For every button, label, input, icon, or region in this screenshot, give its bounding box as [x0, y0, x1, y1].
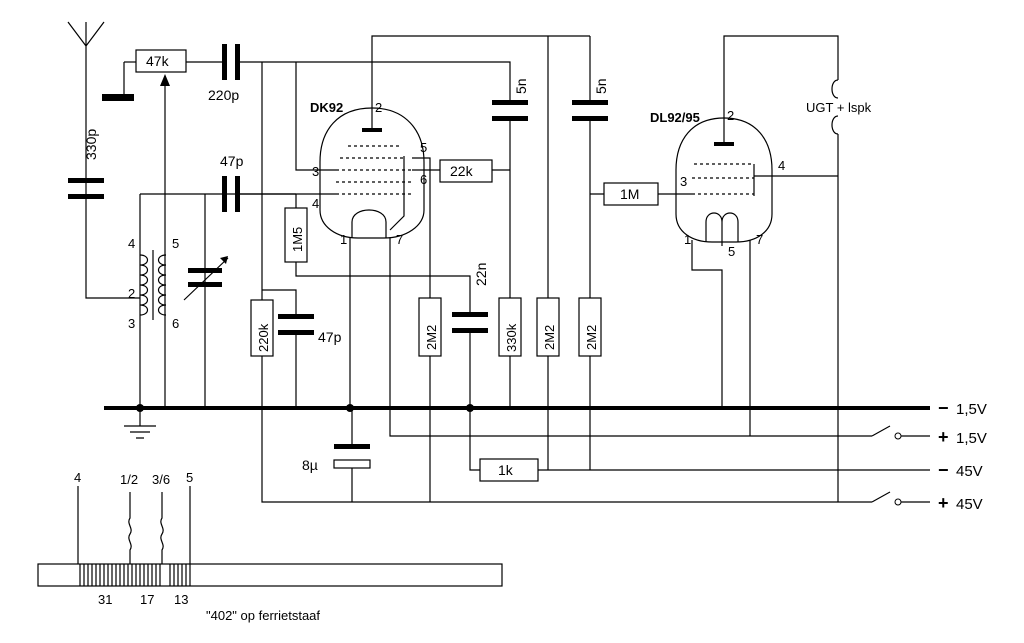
ferrite-label-4: 4 [74, 470, 81, 485]
tube-dk92-label: DK92 [310, 100, 343, 115]
dl92-pin-5: 5 [728, 244, 735, 259]
dk92-pin-2: 2 [375, 100, 382, 115]
rail-3-label: 45V [956, 463, 983, 480]
rail-4-label: 45V [956, 496, 983, 513]
ground-symbol [124, 408, 156, 439]
capacitor-47p-cathode: 47p [278, 314, 342, 408]
ferrite-turns-31: 31 [98, 592, 112, 607]
dk92-pin-1: 1 [340, 232, 347, 247]
dk92-pin-3: 3 [312, 164, 319, 179]
dk92-pin-5: 5 [420, 140, 427, 155]
resistor-2m2-3-label: 2M2 [584, 325, 599, 350]
dk92-pin-6: 6 [420, 172, 427, 187]
resistor-2m2-1-label: 2M2 [424, 325, 439, 350]
ferrite-label-5: 5 [186, 470, 193, 485]
antenna-coil: 4 5 2 3 6 [128, 193, 296, 408]
dl92-pin-7: 7 [756, 232, 763, 247]
rail-labels: − 1,5V + 1,5V − 45V + 45V [938, 398, 987, 513]
capacitor-220p: 220p [208, 44, 511, 103]
dl92-pin-2: 2 [727, 108, 734, 123]
coil-pin-2: 2 [128, 286, 135, 301]
rail-4-sign: + [938, 493, 949, 513]
dk92-pin-7: 7 [396, 232, 403, 247]
coil-pin-3: 3 [128, 316, 135, 331]
capacitor-220p-label: 220p [208, 87, 239, 103]
capacitor-5n-2-label: 5n [593, 78, 609, 94]
dl92-pin-4: 4 [778, 158, 785, 173]
rail-1-sign: − [938, 398, 949, 418]
resistor-1m: 1M [603, 182, 692, 206]
resistor-330k: 330k [498, 297, 522, 408]
ferrite-caption: "402" op ferrietstaaf [206, 608, 320, 623]
speaker-transformer: UGT + lspk [806, 79, 872, 502]
resistor-1k-label: 1k [498, 462, 514, 478]
ferrite-label-1-2: 1/2 [120, 472, 138, 487]
rail-1-label: 1,5V [956, 401, 987, 418]
capacitor-330p: 330p [68, 129, 104, 199]
tube-dk92: DK92 2 5 3 6 4 1 7 [310, 35, 590, 247]
dl92-pin-1: 1 [684, 232, 691, 247]
resistor-220k: 220k [250, 62, 872, 503]
capacitor-5n-1: 5n [492, 78, 529, 298]
capacitor-22n-label: 22n [473, 263, 489, 286]
capacitor-330p-label: 330p [83, 129, 99, 160]
resistor-330k-label: 330k [504, 323, 519, 352]
resistor-1k: 1k [479, 458, 930, 482]
ferrite-rod: 4 1/2 3/6 5 31 17 13 "402" op ferrietsta… [37, 470, 503, 623]
resistor-1m5: 1M5 [284, 194, 471, 312]
ferrite-turns-13: 13 [174, 592, 188, 607]
dk92-pin-4: 4 [312, 196, 319, 211]
resistor-22k: 22k [439, 159, 510, 183]
antenna-symbol [67, 21, 140, 299]
resistor-1m5-label: 1M5 [290, 227, 305, 252]
resistor-2m2-2-label: 2M2 [542, 325, 557, 350]
resistor-22k-label: 22k [450, 163, 474, 179]
tube-dl92-label: DL92/95 [650, 110, 700, 125]
resistor-2m2-1: 2M2 [418, 276, 442, 502]
ferrite-label-3-6: 3/6 [152, 472, 170, 487]
switch-1-5v [871, 425, 930, 440]
rail-2-sign: + [938, 427, 949, 447]
resistor-220k-label: 220k [256, 323, 271, 352]
capacitor-47p-grid-label: 47p [220, 153, 244, 169]
resistor-2m2-3: 2M2 [578, 297, 602, 470]
speaker-label: UGT + lspk [806, 100, 872, 115]
rail-3-sign: − [938, 460, 949, 480]
capacitor-47p-cathode-label: 47p [318, 329, 342, 345]
capacitor-8u-label: 8µ [302, 457, 318, 473]
resistor-1m-label: 1M [620, 186, 639, 202]
resistor-47k-label: 47k [146, 53, 170, 69]
coil-pin-5: 5 [172, 236, 179, 251]
dl92-pin-3: 3 [680, 174, 687, 189]
resistor-2m2-2: 2M2 [536, 36, 560, 470]
variable-capacitor [183, 194, 229, 408]
coil-pin-6: 6 [172, 316, 179, 331]
rail-2-label: 1,5V [956, 430, 987, 447]
ferrite-turns-17: 17 [140, 592, 154, 607]
capacitor-5n-2: 5n [572, 36, 609, 298]
coil-pin-4: 4 [128, 236, 135, 251]
capacitor-22n: 22n [452, 263, 489, 471]
capacitor-47p-grid: 47p [220, 153, 244, 212]
switch-45v [871, 491, 930, 506]
capacitor-8u: 8µ [302, 408, 371, 502]
resistor-47k: 47k [102, 49, 222, 408]
tube-dl92: DL92/95 2 4 3 1 5 7 [650, 35, 839, 436]
capacitor-5n-1-label: 5n [513, 78, 529, 94]
